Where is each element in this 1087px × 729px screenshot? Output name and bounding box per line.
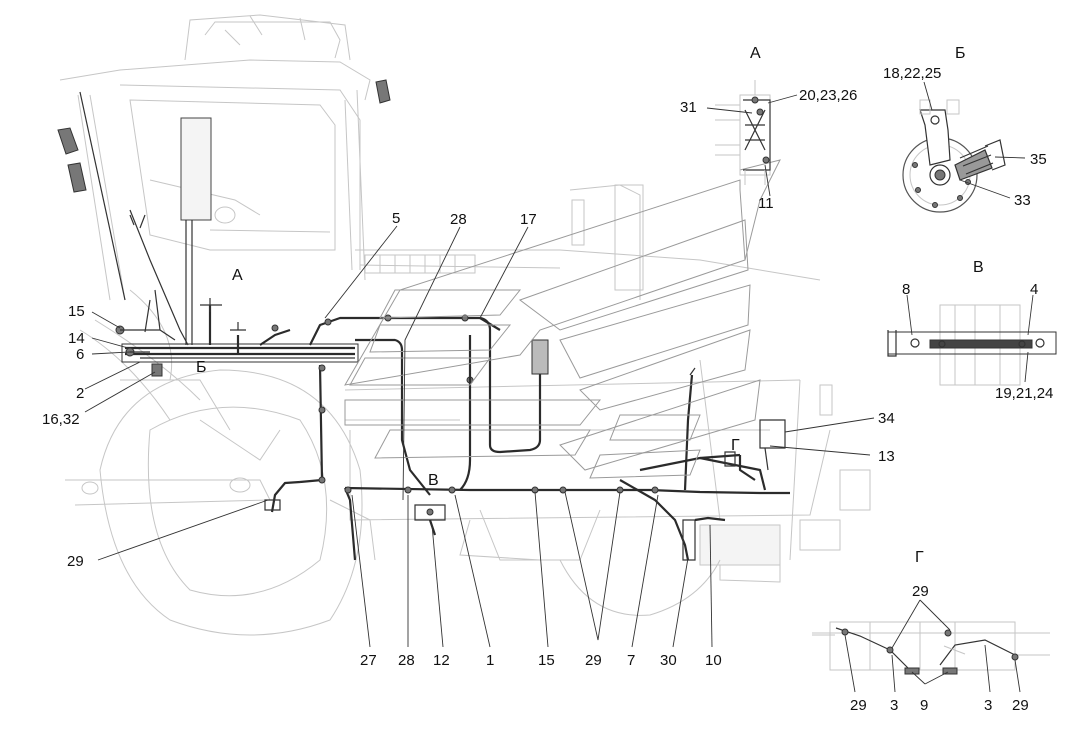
tractor-outline — [57, 14, 871, 636]
section-planes — [344, 159, 781, 479]
label-19-21-24: 19,21,24 — [995, 385, 1053, 402]
label-15-left: 15 — [68, 303, 85, 320]
label-3-g-left: 3 — [890, 697, 898, 714]
label-30-bottom: 30 — [660, 652, 677, 669]
view-a-title: А — [750, 45, 761, 62]
label-4: 4 — [1030, 281, 1038, 298]
label-20-23-26: 20,23,26 — [799, 87, 857, 104]
label-2: 2 — [76, 385, 84, 402]
label-10-bottom: 10 — [705, 652, 722, 669]
detail-g — [812, 621, 1050, 675]
label-8: 8 — [902, 281, 910, 298]
label-28-top: 28 — [450, 211, 467, 228]
view-b-marker: Б — [196, 359, 207, 376]
detail-v — [887, 304, 1057, 386]
label-27-bottom: 27 — [360, 652, 377, 669]
label-29-left: 29 — [67, 553, 84, 570]
view-v-marker: В — [428, 472, 439, 489]
label-28-bottom: 28 — [398, 652, 415, 669]
label-29-g-top: 29 — [912, 583, 929, 600]
label-16-32: 16,32 — [42, 411, 80, 428]
label-29-g-left: 29 — [850, 697, 867, 714]
view-g-marker: Г — [731, 437, 740, 454]
label-11: 11 — [758, 195, 774, 212]
label-13: 13 — [878, 448, 895, 465]
label-18-22-25: 18,22,25 — [883, 65, 941, 82]
label-6: 6 — [76, 346, 84, 363]
label-33: 33 — [1014, 192, 1031, 209]
label-31: 31 — [680, 99, 697, 116]
view-g-title: Г — [915, 549, 924, 566]
leader-lines — [84, 81, 1034, 693]
label-15-bottom: 15 — [538, 652, 555, 669]
view-v-title: В — [973, 259, 984, 276]
label-9-g: 9 — [920, 697, 928, 714]
view-a-marker: А — [232, 267, 243, 284]
view-b-title: Б — [955, 45, 966, 62]
label-3-g-right: 3 — [984, 697, 992, 714]
label-29-bottom: 29 — [585, 652, 602, 669]
label-35: 35 — [1030, 151, 1047, 168]
detail-b — [902, 99, 1006, 213]
label-34: 34 — [878, 410, 895, 427]
label-17: 17 — [520, 211, 537, 228]
label-29-g-right: 29 — [1012, 697, 1029, 714]
detail-a — [715, 80, 771, 185]
label-1-bottom: 1 — [486, 652, 494, 669]
label-12-bottom: 12 — [433, 652, 450, 669]
label-7-bottom: 7 — [627, 652, 635, 669]
label-5: 5 — [392, 210, 400, 227]
label-14: 14 — [68, 330, 85, 347]
